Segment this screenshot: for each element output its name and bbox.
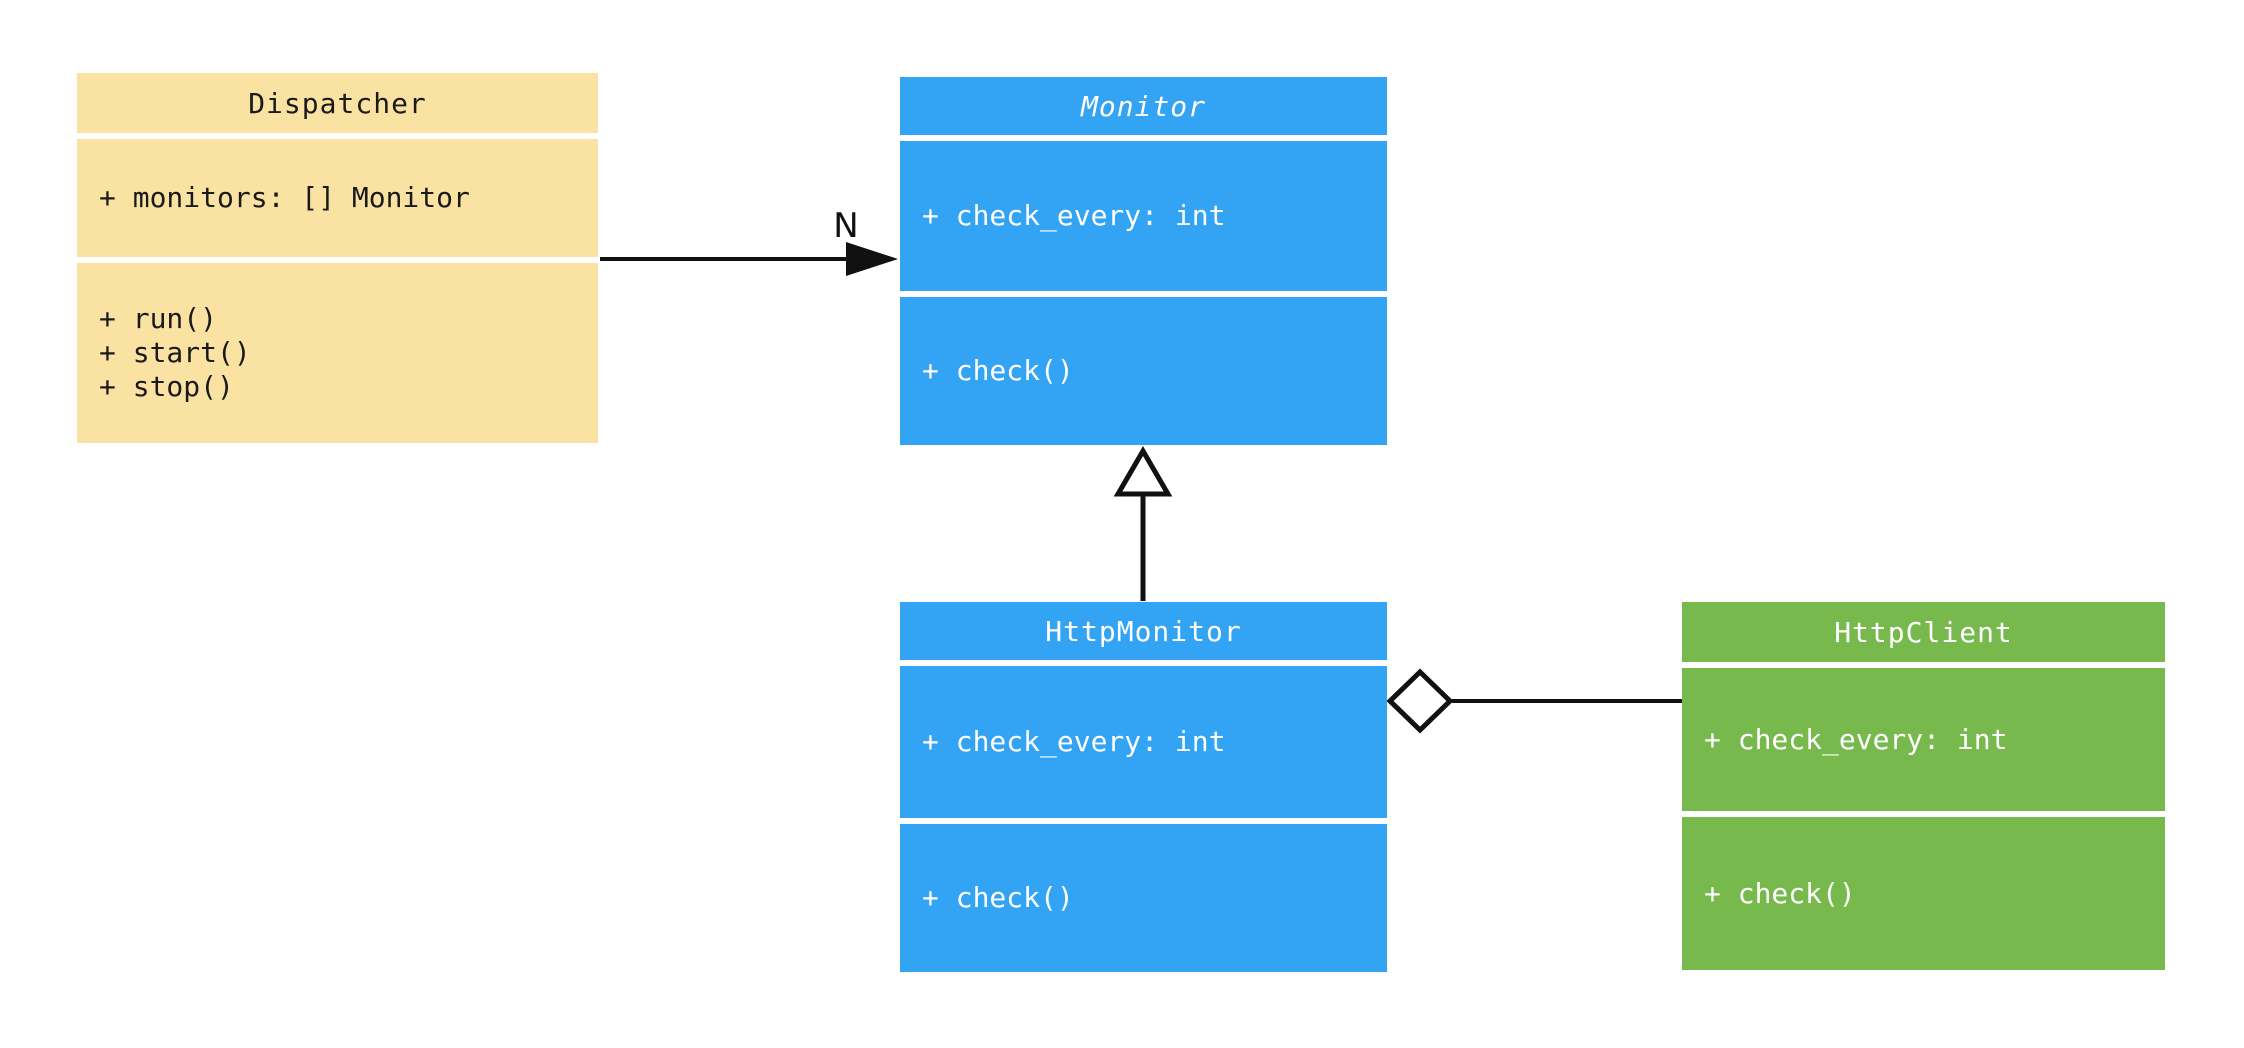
method-item: + check()	[922, 881, 1074, 914]
attribute-item: + check_every: int	[922, 199, 1226, 232]
class-httpmonitor-name: HttpMonitor	[900, 602, 1387, 660]
inheritance-edge-httpmonitor-monitor	[1113, 446, 1173, 601]
method-item: + run()	[99, 302, 218, 335]
class-monitor-attributes: + check_every: int	[900, 141, 1387, 291]
aggregation-edge-httpmonitor-httpclient	[1386, 668, 1682, 734]
class-monitor-name: Monitor	[900, 77, 1387, 135]
association-multiplicity-label: N	[833, 206, 859, 246]
method-item: + check()	[922, 354, 1074, 387]
class-httpmonitor: HttpMonitor + check_every: int + check()	[900, 602, 1387, 972]
class-dispatcher-methods: + run() + start() + stop()	[77, 263, 598, 443]
class-httpclient-methods: + check()	[1682, 817, 2165, 970]
class-httpclient-name: HttpClient	[1682, 602, 2165, 662]
attribute-item: + check_every: int	[922, 725, 1226, 758]
method-item: + stop()	[99, 370, 234, 403]
attribute-item: + check_every: int	[1704, 722, 2008, 756]
class-monitor-methods: + check()	[900, 297, 1387, 445]
class-httpmonitor-attributes: + check_every: int	[900, 666, 1387, 818]
inheritance-triangle-icon	[1113, 446, 1173, 497]
class-dispatcher-name: Dispatcher	[77, 73, 598, 133]
class-httpclient-attributes: + check_every: int	[1682, 668, 2165, 811]
class-httpclient: HttpClient + check_every: int + check()	[1682, 602, 2165, 970]
class-dispatcher: Dispatcher + monitors: [] Monitor + run(…	[77, 73, 598, 443]
attribute-item: + monitors: [] Monitor	[99, 181, 470, 214]
aggregation-diamond-icon	[1386, 668, 1454, 734]
class-monitor: Monitor + check_every: int + check()	[900, 77, 1387, 445]
class-httpmonitor-methods: + check()	[900, 824, 1387, 972]
method-item: + check()	[1704, 876, 1856, 910]
class-dispatcher-attributes: + monitors: [] Monitor	[77, 139, 598, 257]
method-item: + start()	[99, 336, 251, 369]
